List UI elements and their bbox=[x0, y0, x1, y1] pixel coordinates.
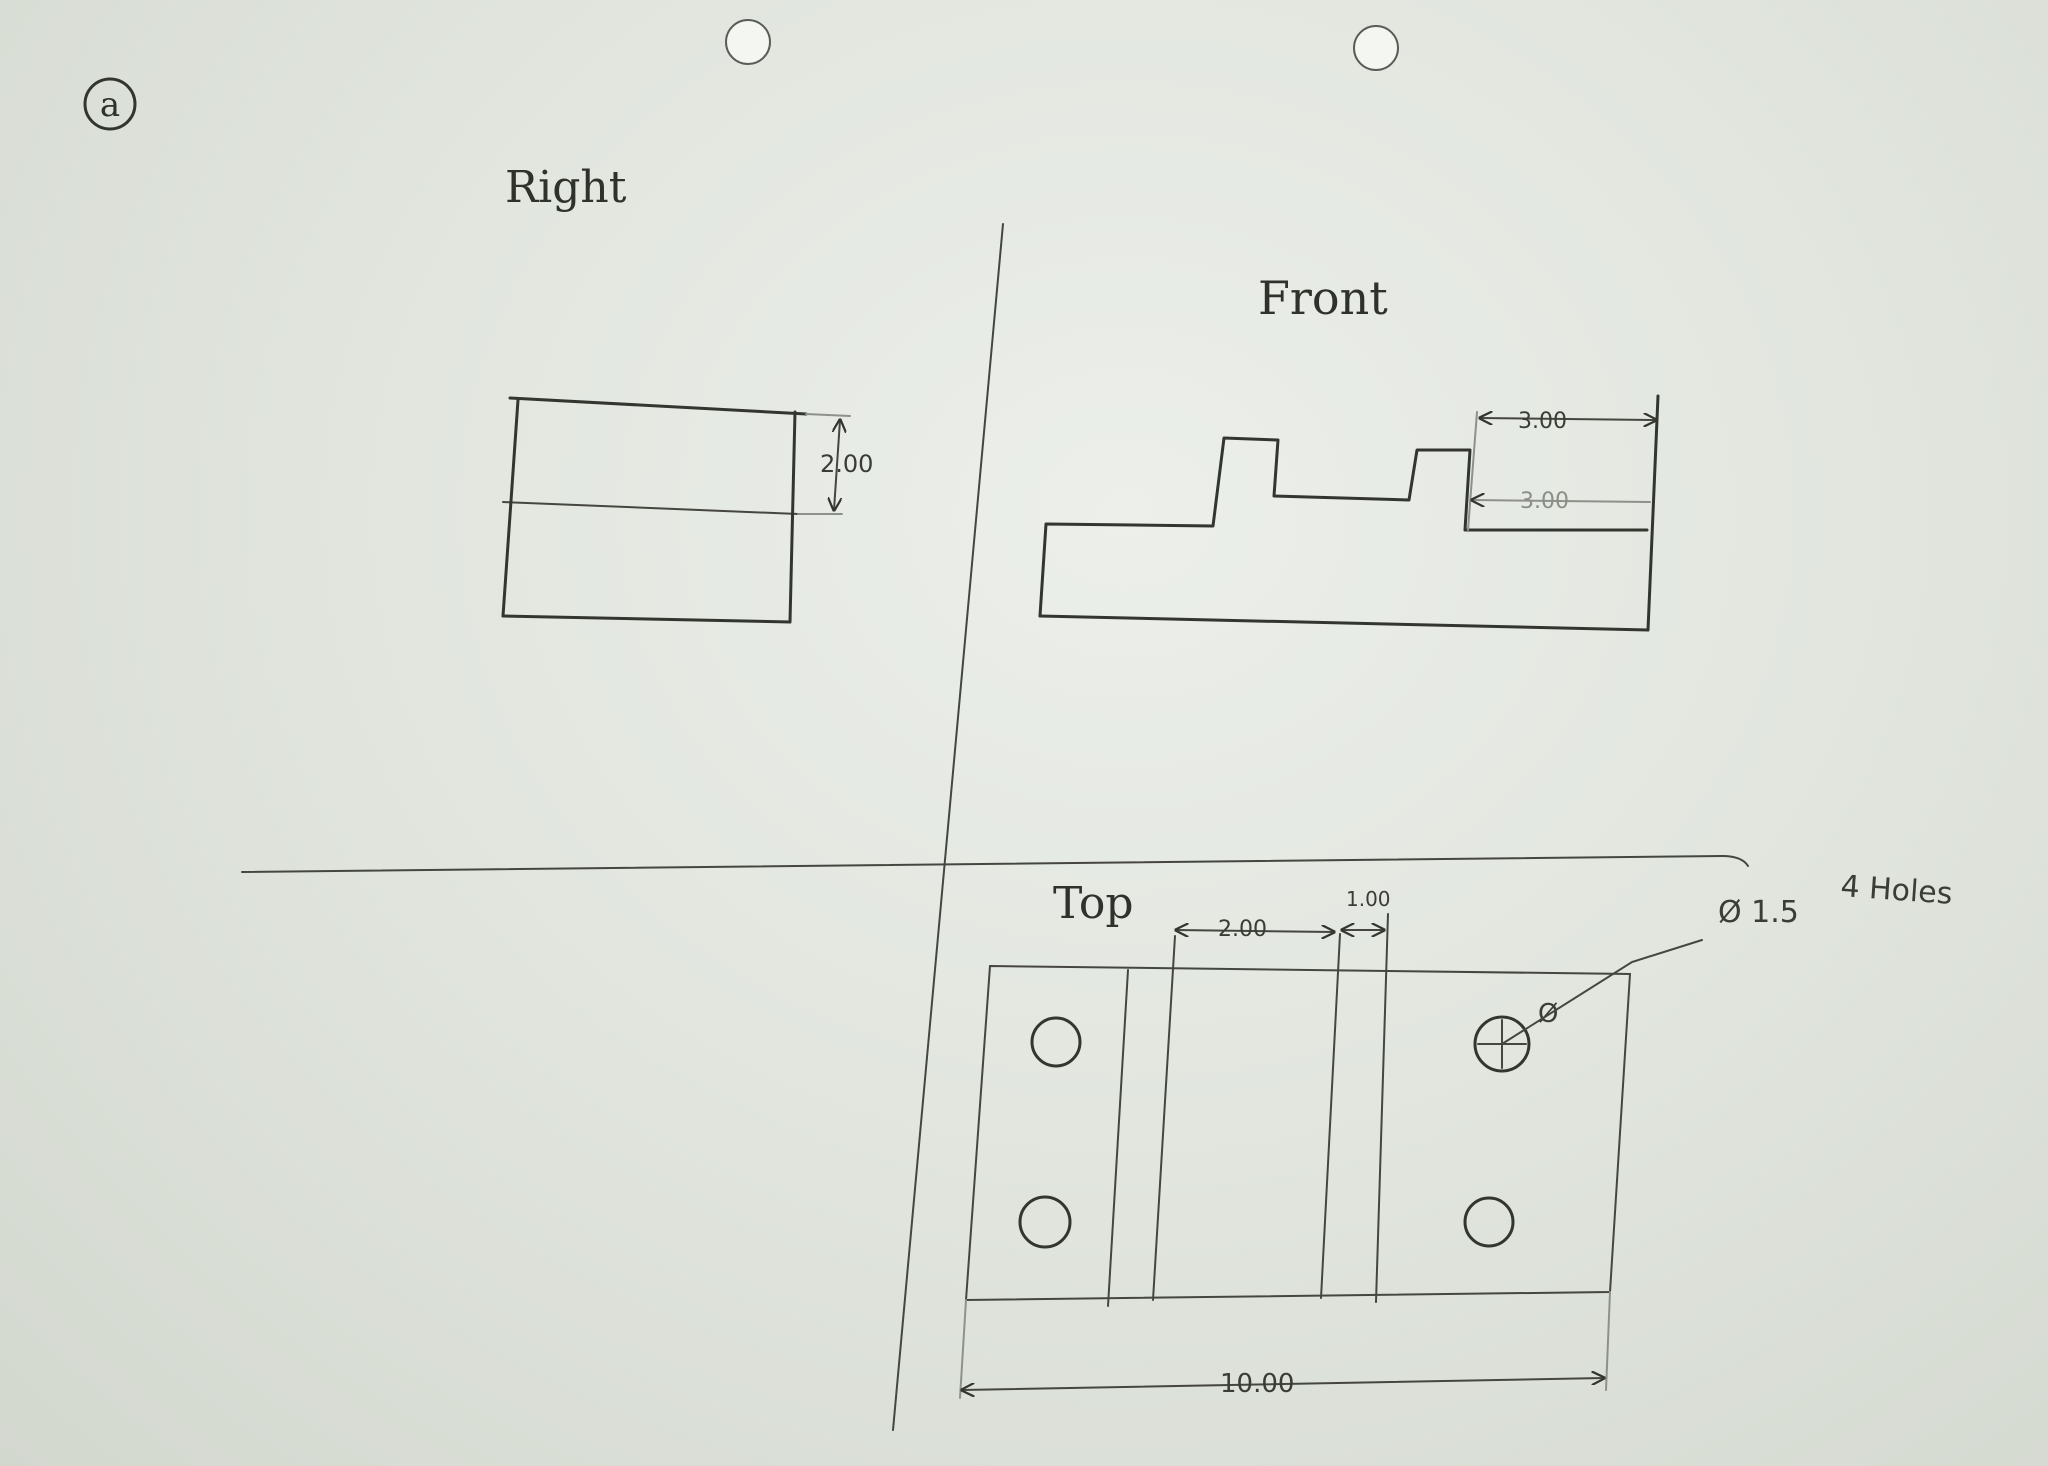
punch-hole-right bbox=[1353, 25, 1399, 71]
top-view-hole-bottom-right bbox=[1463, 1196, 1515, 1248]
vertical-divider-line bbox=[892, 223, 1004, 1431]
front-view-top-profile bbox=[1038, 436, 1649, 618]
top-view-hole-bottom-left bbox=[1018, 1195, 1072, 1249]
top-view-slot-line-2 bbox=[1152, 935, 1176, 1301]
right-view-extension-line-top bbox=[805, 413, 851, 417]
top-view-hole-top-right bbox=[1473, 1015, 1531, 1073]
hole-callout-count: 4 Holes bbox=[1839, 869, 1953, 912]
top-view: Top Ø 2.00 1.00 10.00 Ø 1.5 4 Holes bbox=[959, 869, 1954, 1399]
right-view-right-edge bbox=[788, 410, 797, 624]
front-view-top-dimension-line bbox=[1480, 418, 1656, 420]
right-view: Right 2.00 bbox=[501, 162, 873, 624]
sheet-label: a bbox=[83, 77, 137, 131]
front-view: Front 3.00 3.00 bbox=[1038, 271, 1660, 632]
right-view-middle-edge bbox=[502, 501, 799, 515]
top-view-slot-line-1 bbox=[1107, 969, 1129, 1307]
top-view-slot-line-4 bbox=[1375, 913, 1389, 1303]
top-view-length-dimension: 10.00 bbox=[1220, 1369, 1294, 1399]
top-view-slot-dimension: 2.00 bbox=[1218, 917, 1267, 942]
right-view-title: Right bbox=[505, 162, 627, 213]
front-view-title: Front bbox=[1258, 271, 1388, 325]
front-view-top-dimension: 3.00 bbox=[1518, 409, 1567, 434]
top-view-extension-line-left bbox=[959, 1299, 967, 1399]
sheet-label-text: a bbox=[100, 85, 120, 125]
right-view-height-dimension: 2.00 bbox=[820, 450, 873, 478]
front-view-extension-line bbox=[1467, 411, 1478, 531]
top-view-slot-dimension-line bbox=[1176, 930, 1334, 932]
right-view-top-edge bbox=[508, 396, 808, 416]
top-view-extension-line-right bbox=[1605, 1291, 1611, 1391]
front-view-step-dimension-line bbox=[1472, 500, 1651, 502]
top-view-length-dimension-line bbox=[962, 1378, 1604, 1390]
right-view-bottom-edge bbox=[501, 614, 792, 624]
hole-callout-diameter: Ø 1.5 bbox=[1718, 895, 1799, 930]
right-view-height-dimension-line bbox=[834, 420, 840, 510]
punch-hole-left bbox=[725, 19, 771, 65]
top-view-hole-top-left bbox=[1030, 1016, 1082, 1068]
top-view-outline bbox=[964, 964, 1632, 1302]
right-view-left-edge bbox=[501, 398, 520, 618]
top-view-title: Top bbox=[1053, 878, 1134, 929]
top-view-small-dimension: 1.00 bbox=[1346, 887, 1391, 911]
hole-callout-leader bbox=[1501, 939, 1703, 1045]
sheet-label-circle bbox=[83, 77, 137, 131]
front-view-right-and-bottom-edges bbox=[1038, 394, 1660, 632]
front-view-step-dimension: 3.00 bbox=[1520, 489, 1569, 514]
top-view-slot-line-3 bbox=[1320, 933, 1341, 1299]
horizontal-divider-line bbox=[241, 854, 1749, 873]
